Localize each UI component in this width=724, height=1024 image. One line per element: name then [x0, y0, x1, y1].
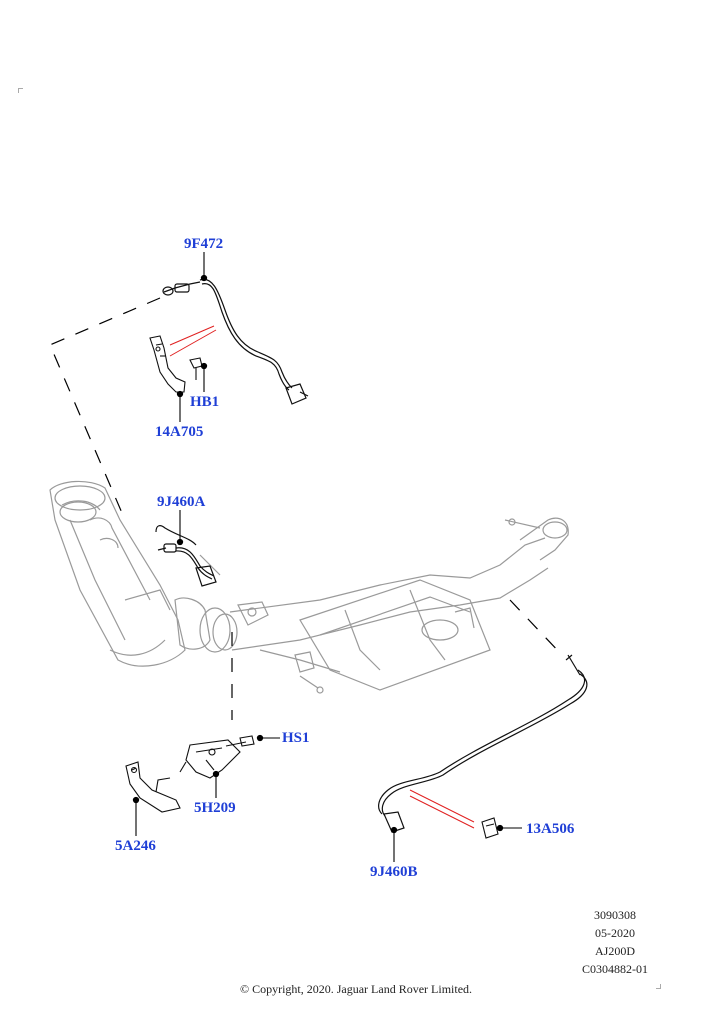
callout-5h209[interactable]: 5H209: [194, 800, 236, 816]
bracket-5h209: [179, 739, 241, 779]
illustration-number: 3090308: [594, 908, 636, 922]
clip-13a506: [481, 817, 499, 839]
callout-9j460a[interactable]: 9J460A: [157, 494, 206, 510]
sensor-9j460b: [378, 654, 588, 833]
sensor-9f472: [162, 278, 309, 405]
callout-5a246[interactable]: 5A246: [115, 838, 156, 854]
copyright-notice: © Copyright, 2020. Jaguar Land Rover Lim…: [239, 982, 473, 996]
catalog-code: C0304882-01: [582, 962, 648, 976]
screw-hs1: [225, 735, 255, 747]
callout-hb1[interactable]: HB1: [190, 394, 220, 410]
leader-lines: [132, 252, 522, 862]
relation-dashed-lines: [49, 297, 563, 720]
engine-code: AJ200D: [594, 944, 635, 958]
revision-date: 05-2020: [595, 926, 635, 940]
bracket-14a705: [149, 335, 203, 393]
callout-9j460b[interactable]: 9J460B: [370, 864, 418, 880]
registration-mark-top-left: [18, 88, 23, 93]
bracket-5a246: [125, 761, 181, 813]
relation-red-lines: [169, 325, 475, 829]
callout-9f472[interactable]: 9F472: [184, 236, 224, 252]
callout-hs1[interactable]: HS1: [282, 730, 310, 746]
callout-14a705[interactable]: 14A705: [155, 424, 204, 440]
exhaust-assembly-ghost: [49, 480, 569, 694]
registration-mark-bottom-right: [656, 984, 661, 989]
callout-13a506[interactable]: 13A506: [526, 821, 575, 837]
sensor-9j460a: [155, 525, 217, 587]
